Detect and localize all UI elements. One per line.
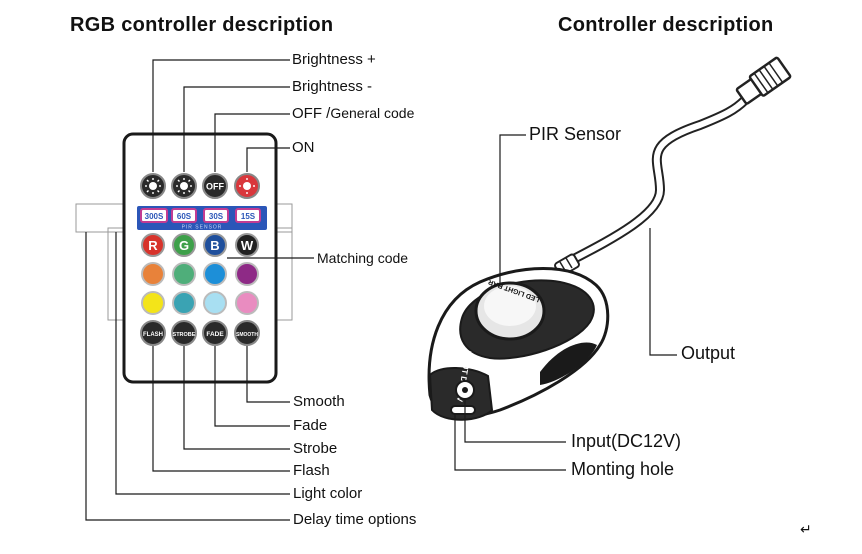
color-button-blue[interactable] <box>203 262 227 286</box>
label-flash: Flash <box>293 462 330 479</box>
mounting-hole <box>450 405 476 415</box>
color-button-purple[interactable] <box>235 262 259 286</box>
white-button-label: W <box>241 238 254 253</box>
color-button-light-blue[interactable] <box>203 291 227 315</box>
label-brightness-minus: Brightness - <box>292 78 373 95</box>
fade-button[interactable]: FADE <box>202 320 228 346</box>
timer-30s-label: 30S <box>209 212 224 221</box>
label-pir-sensor: PIR Sensor <box>529 124 622 144</box>
red-button-label: R <box>148 238 158 253</box>
label-fade: Fade <box>293 417 328 434</box>
timer-300s-label: 300S <box>145 212 164 221</box>
white-button[interactable]: W <box>235 233 259 257</box>
color-button-green[interactable] <box>172 262 196 286</box>
controller-leader-lines <box>454 134 677 471</box>
brightness-plus-button[interactable] <box>140 173 166 199</box>
brightness-minus-button[interactable] <box>171 173 197 199</box>
red-button[interactable]: R <box>141 233 165 257</box>
label-smooth: Smooth <box>293 393 345 410</box>
color-button-pink[interactable] <box>235 291 259 315</box>
timer-button-60s[interactable]: 60S <box>171 208 197 223</box>
label-on: ON <box>292 139 315 156</box>
color-button-orange[interactable] <box>141 262 165 286</box>
flash-button[interactable]: FLASH <box>140 320 166 346</box>
output-connector <box>735 56 792 105</box>
label-brightness-plus: Brightness + <box>292 51 376 68</box>
flash-button-label: FLASH <box>143 332 163 338</box>
off-button[interactable]: OFF <box>202 173 228 199</box>
timer-button-300s[interactable]: 300S <box>140 208 168 223</box>
color-button-teal[interactable] <box>172 291 196 315</box>
timer-15s-label: 15S <box>241 212 256 221</box>
remote-leader-lines <box>85 59 314 521</box>
label-off-general-code: OFF /General code <box>292 105 414 122</box>
green-button-label: G <box>179 238 189 253</box>
timer-strip-text: PIR SENSOR <box>182 225 223 231</box>
blue-button[interactable]: B <box>203 233 227 257</box>
title-rgb-controller: RGB controller description <box>70 14 334 36</box>
timer-button-30s[interactable]: 30S <box>203 208 229 223</box>
label-delay-time-options: Delay time options <box>293 511 417 528</box>
corner-glyph: ↵ <box>800 521 812 537</box>
label-matching-code: Matching code <box>317 250 409 266</box>
color-button-yellow[interactable] <box>141 291 165 315</box>
timer-strip <box>137 206 267 230</box>
strobe-button-label: STROBE <box>173 332 196 338</box>
title-controller: Controller description <box>558 14 774 36</box>
on-button[interactable] <box>234 173 260 199</box>
label-output: Output <box>681 343 736 363</box>
green-button[interactable]: G <box>172 233 196 257</box>
timer-button-15s[interactable]: 15S <box>235 208 261 223</box>
fade-button-label: FADE <box>206 331 224 338</box>
label-off-prefix: OFF / <box>292 105 331 122</box>
timer-60s-label: 60S <box>177 212 192 221</box>
blue-button-label: B <box>210 238 219 253</box>
smooth-button-label: SMOOTH <box>236 332 258 338</box>
label-light-color: Light color <box>293 485 363 502</box>
input-jack <box>455 380 475 400</box>
label-general-code: General code <box>330 105 415 121</box>
strobe-button[interactable]: STROBE <box>171 320 197 346</box>
pir-sensor-dome <box>474 281 546 341</box>
off-button-label: OFF <box>206 182 224 192</box>
label-input-dc12v: Input(DC12V) <box>571 431 682 451</box>
label-mounting-hole: Monting hole <box>571 459 675 479</box>
label-strobe: Strobe <box>293 440 338 457</box>
smooth-button[interactable]: SMOOTH <box>234 320 260 346</box>
